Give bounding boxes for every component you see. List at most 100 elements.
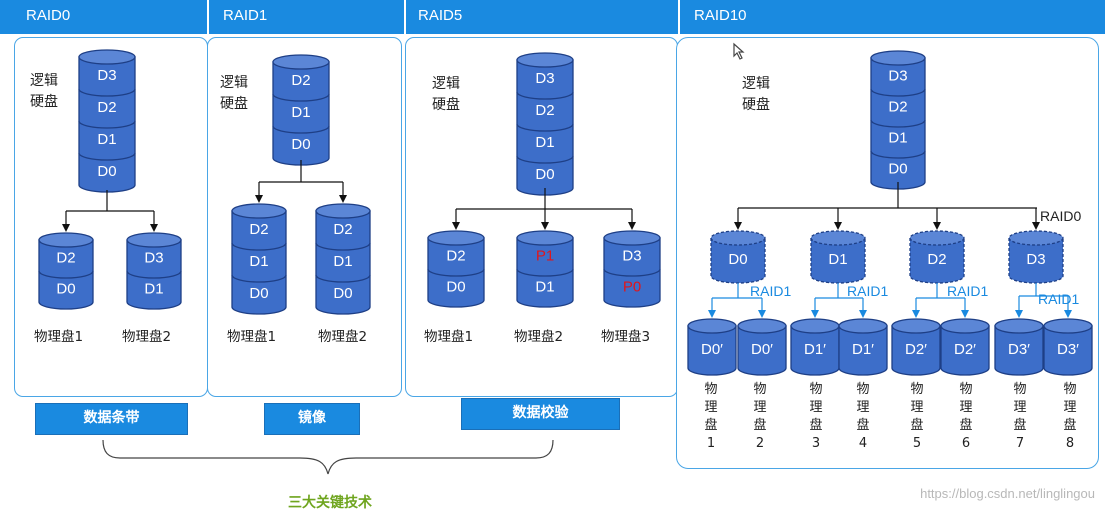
raid10-logical-disk-segment-line xyxy=(870,150,926,159)
raid0-physical-disk-2-body xyxy=(126,239,182,310)
raid10-physical-disk-7: D3′ xyxy=(994,318,1044,376)
raid10-physical-disk-2-body xyxy=(737,325,787,376)
raid5-physical-disk-3-segment-line xyxy=(603,268,661,277)
raid5-logical-disk-segment-label: D3 xyxy=(535,70,554,87)
raid10-logical-disk-segment-label: D3 xyxy=(888,68,907,85)
raid10-virtual-disk-2-segment-label: D1 xyxy=(828,251,847,268)
raid10-raid1-label-1: RAID1 xyxy=(750,283,792,299)
raid10-physical-disk-1-top xyxy=(687,318,737,334)
raid5-logical-disk-segment-line xyxy=(516,155,574,164)
header-raid0: RAID0 xyxy=(0,0,207,34)
raid10-logical-disk-top xyxy=(870,50,926,66)
header-raid5: RAID5 xyxy=(404,0,678,34)
raid0-logical-disk-segment-label: D2 xyxy=(97,99,116,116)
raid0-logical-disk-segment-label: D0 xyxy=(97,163,116,180)
raid0-physical-disk-2-segment-line xyxy=(126,270,182,279)
raid0-disk2-label: 物理盘2 xyxy=(122,329,172,345)
raid10-physical-disk-3-segment-label: D1′ xyxy=(804,341,826,358)
raid1-physical-disk-2-segment-label: D1 xyxy=(333,253,352,270)
raid10-physical-label-3: 物 理 盘 3 xyxy=(809,382,823,451)
raid5-physical-disk-3-segment-label: D3 xyxy=(622,248,641,265)
caption: 三大关键技术 xyxy=(288,495,372,511)
raid10-virtual-disk-1-top xyxy=(710,230,766,246)
raid5-physical-disk-3-body xyxy=(603,237,661,308)
raid0-physical-disk-1-segment-label: D0 xyxy=(56,281,75,298)
mouse-cursor-icon xyxy=(733,42,745,60)
raid1-physical-disk-1-segment-label: D2 xyxy=(249,221,268,238)
raid1-logical-disk-segment-label: D1 xyxy=(291,104,310,121)
raid10-physical-disk-2: D0′ xyxy=(737,318,787,376)
raid10-virtual-disk-3-segment-label: D2 xyxy=(927,251,946,268)
raid10-virtual-disk-3-body xyxy=(909,237,965,284)
raid5-disk1-label: 物理盘1 xyxy=(424,329,474,345)
raid1-disk2-label: 物理盘2 xyxy=(318,329,368,345)
raid5-logical-disk-segment-label: D2 xyxy=(535,102,554,119)
raid1-physical-disk-2-top xyxy=(315,203,371,219)
raid10-physical-disk-7-segment-label: D3′ xyxy=(1008,341,1030,358)
tag-data-parity: 数据校验 xyxy=(461,398,620,430)
raid0-physical-disk-1-body xyxy=(38,239,94,310)
raid5-physical-disk-2-body xyxy=(516,237,574,308)
raid10-logical-disk-segment-label: D2 xyxy=(888,99,907,116)
raid5-physical-disk-2-top xyxy=(516,230,574,246)
raid10-physical-disk-6-top xyxy=(940,318,990,334)
raid10-physical-label-4: 物 理 盘 4 xyxy=(856,382,870,451)
raid0-logical-disk-segment-line xyxy=(78,120,136,129)
raid1-logical-disk-segment-line xyxy=(272,93,330,102)
raid10-physical-label-2: 物 理 盘 2 xyxy=(753,382,767,451)
raid0-physical-disk-1-segment-line xyxy=(38,270,94,279)
raid10-physical-disk-4-segment-label: D1′ xyxy=(852,341,874,358)
watermark: https://blog.csdn.net/linglingou xyxy=(920,486,1095,501)
raid5-logical-disk-top xyxy=(516,52,574,68)
raid0-logical-disk-top xyxy=(78,49,136,65)
raid5-logical-disk-segment-line xyxy=(516,91,574,100)
raid10-raid1-label-3: RAID1 xyxy=(947,283,989,299)
raid10-physical-disk-8-segment-label: D3′ xyxy=(1057,341,1079,358)
raid10-physical-disk-1-body xyxy=(687,325,737,376)
raid5-logical-disk-segment-label: D0 xyxy=(535,166,554,183)
raid1-physical-disk-1-segment-label: D1 xyxy=(249,253,268,270)
raid10-physical-disk-2-segment-label: D0′ xyxy=(751,341,773,358)
raid10-physical-disk-1: D0′ xyxy=(687,318,737,376)
raid5-physical-disk-2-segment-label: D1 xyxy=(535,279,554,296)
raid10-raid1-label-4: RAID1 xyxy=(1038,291,1080,307)
raid5-physical-disk-1-segment-label: D2 xyxy=(446,248,465,265)
raid10-physical-disk-5-top xyxy=(891,318,941,334)
raid1-physical-disk-2-segment-line xyxy=(315,274,371,283)
raid10-physical-disk-8: D3′ xyxy=(1043,318,1093,376)
raid5-disk2-label: 物理盘2 xyxy=(514,329,564,345)
raid0-logical-disk-segment-label: D3 xyxy=(97,67,116,84)
raid0-logical-disk-body xyxy=(78,56,136,193)
raid5-physical-disk-1-segment-label: D0 xyxy=(446,279,465,296)
raid10-physical-disk-8-body xyxy=(1043,325,1093,376)
raid1-physical-disk-2-segment-line xyxy=(315,242,371,251)
raid10-physical-disk-1-segment-label: D0′ xyxy=(701,341,723,358)
raid1-disk1-label: 物理盘1 xyxy=(227,329,277,345)
raid5-disk3-label: 物理盘3 xyxy=(601,329,651,345)
raid5-physical-disk-3-top xyxy=(603,230,661,246)
raid10-logical-disk-segment-line xyxy=(870,119,926,128)
raid5-physical-disk-1-segment-line xyxy=(427,268,485,277)
raid1-physical-disk-2-segment-label: D0 xyxy=(333,285,352,302)
raid10-physical-disk-2-top xyxy=(737,318,787,334)
raid10-raid1-label-2: RAID1 xyxy=(847,283,889,299)
raid0-physical-disk-1-top xyxy=(38,232,94,248)
raid10-virtual-disk-4-top xyxy=(1008,230,1064,246)
raid10-physical-disk-4: D1′ xyxy=(838,318,888,376)
raid5-logical-disk-segment-line xyxy=(516,123,574,132)
raid10-virtual-disk-4-body xyxy=(1008,237,1064,284)
raid1-logical-disk-top xyxy=(272,54,330,70)
raid1-logical-disk-segment-label: D2 xyxy=(291,72,310,89)
raid0-physical-disk-1-segment-label: D2 xyxy=(56,250,75,267)
raid10-physical-disk-4-top xyxy=(838,318,888,334)
raid1-logical-disk-segment-label: D0 xyxy=(291,136,310,153)
raid0-logical-disk-segment-line xyxy=(78,152,136,161)
tag-data-striping: 数据条带 xyxy=(35,403,188,435)
